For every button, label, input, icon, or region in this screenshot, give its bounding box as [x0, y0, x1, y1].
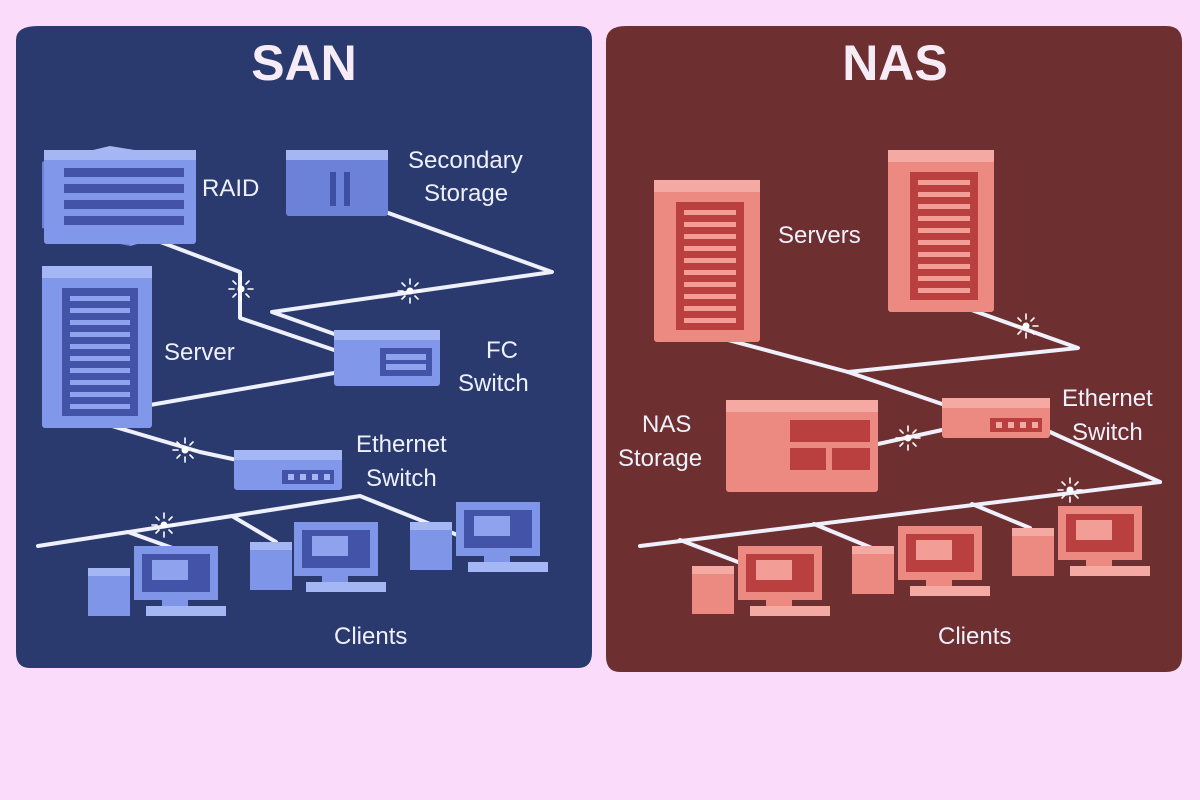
secondary-storage-label-line2: Storage [424, 180, 508, 207]
nas-server-1-icon [654, 180, 760, 342]
secondary-storage-icon [286, 150, 388, 216]
nas-storage-label-line2: Storage [618, 445, 702, 472]
san-ethernet-switch-label-line1: Ethernet [356, 431, 447, 458]
nas-client-1-icon [692, 546, 830, 616]
nas-ethernet-switch-label-line1: Ethernet [1062, 385, 1153, 412]
raid-storage-body [44, 150, 196, 244]
nas-spark-lan [1057, 477, 1083, 503]
san-ethernet-switch-label-line2: Switch [366, 465, 437, 492]
san-spark-raid [228, 276, 254, 302]
nas-title: NAS [842, 35, 948, 91]
san-panel: SAN RAID [16, 26, 592, 668]
san-server-label: Server [164, 339, 235, 366]
san-client-3-icon [410, 502, 548, 572]
san-title: SAN [251, 35, 357, 91]
nas-server-2-icon [888, 150, 994, 312]
san-ethernet-switch-icon [234, 450, 342, 490]
san-wire-server-fc [148, 370, 342, 407]
nas-servers-label: Servers [778, 222, 861, 249]
san-wire-raid-fc [148, 236, 342, 354]
nas-wire-lan-drop-3 [678, 538, 740, 564]
fc-switch-icon [334, 330, 440, 386]
san-client-1-icon [88, 546, 226, 616]
nas-wire-client-lan [638, 480, 1162, 548]
nas-wire-lan-drop-2 [970, 502, 1032, 530]
nas-panel: NAS [606, 26, 1182, 672]
nas-ethernet-switch-label-line2: Switch [1072, 419, 1143, 446]
san-spark-secondary [397, 278, 423, 304]
fc-switch-label-line1: FC [486, 337, 518, 364]
san-spark-ethernet [172, 437, 198, 463]
nas-wire-lan-drop-1 [812, 522, 874, 550]
nas-wire-server2 [846, 306, 1080, 374]
fc-switch-label-line2: Switch [458, 370, 529, 397]
nas-storage-icon [726, 400, 878, 492]
raid-label: RAID [202, 175, 259, 202]
nas-storage-label-line1: NAS [642, 411, 691, 438]
nas-client-2-icon [852, 526, 990, 596]
san-wire-lan-drop-2 [230, 514, 278, 544]
nas-wire-switch-lan [1048, 430, 1162, 484]
nas-spark-server2 [1013, 313, 1039, 339]
san-wire-client-lan [36, 494, 472, 548]
san-spark-lan [151, 512, 177, 538]
nas-ethernet-switch-icon [942, 398, 1050, 438]
san-client-2-icon [250, 522, 386, 592]
secondary-storage-label-line1: Secondary [408, 147, 523, 174]
san-server-icon [42, 266, 152, 428]
nas-clients-label: Clients [938, 623, 1011, 650]
san-clients-label: Clients [334, 623, 407, 650]
nas-spark-storage [895, 425, 921, 451]
nas-client-3-icon [1012, 506, 1150, 576]
